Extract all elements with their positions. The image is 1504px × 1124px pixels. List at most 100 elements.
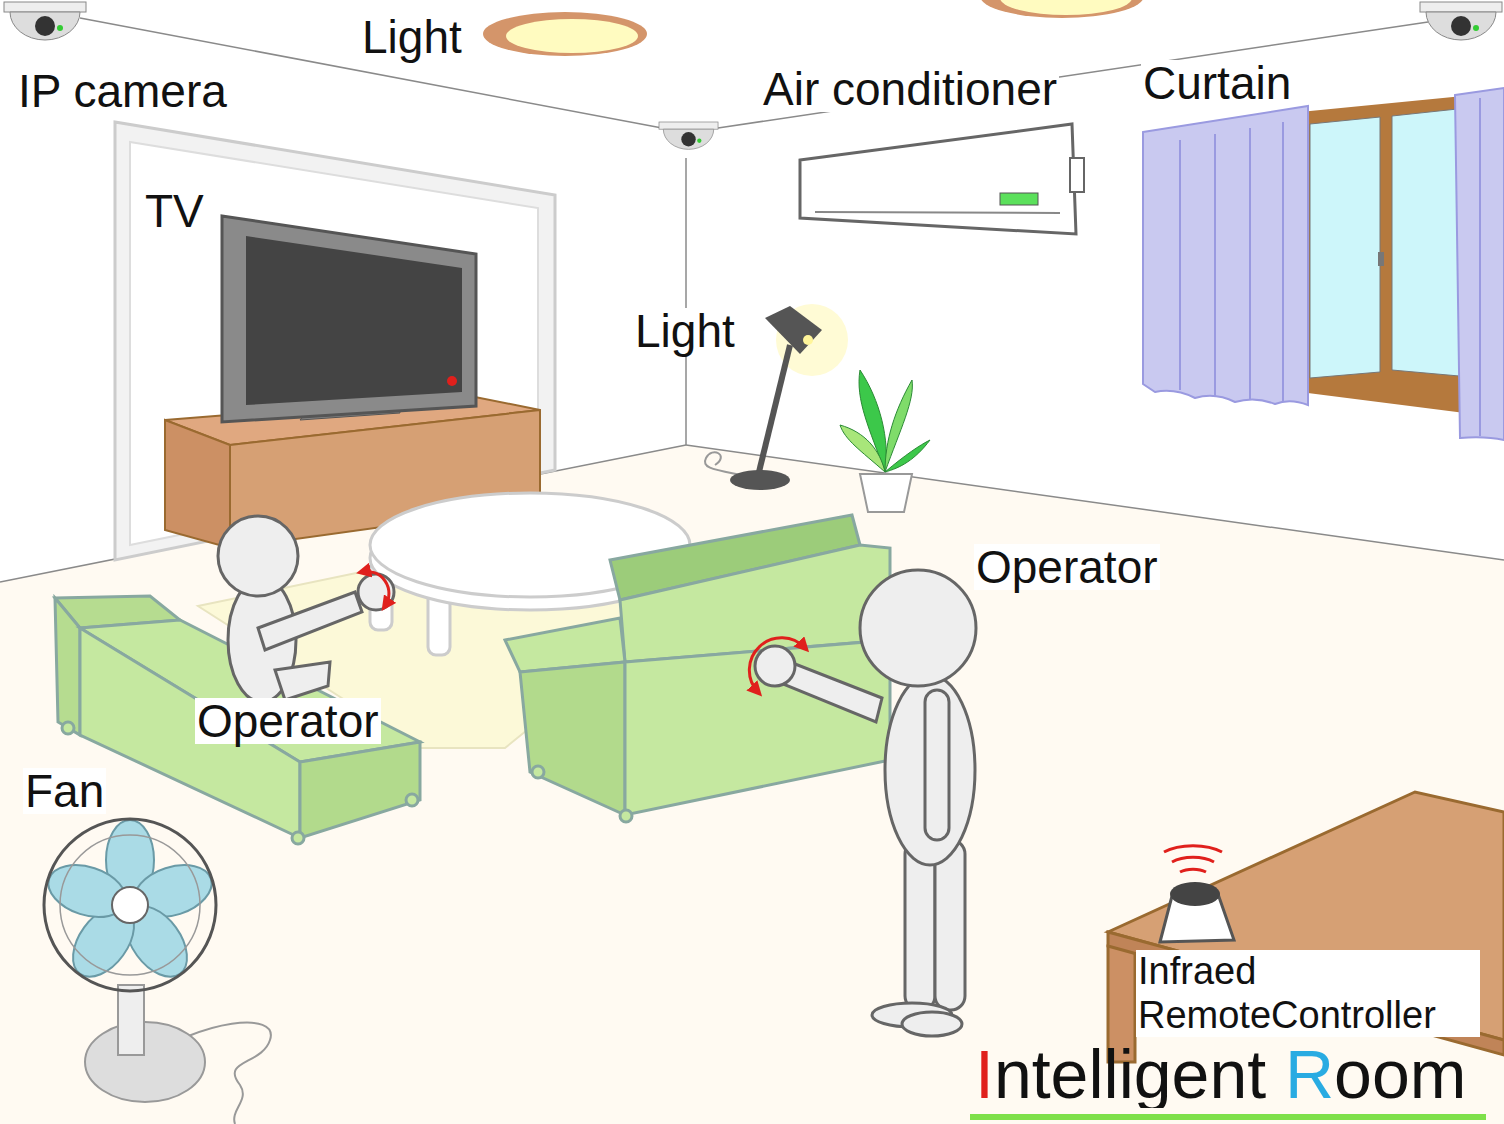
sofa xyxy=(505,515,890,822)
tv xyxy=(222,216,476,422)
sofa xyxy=(520,662,625,815)
standing-operator xyxy=(885,675,975,865)
sofa xyxy=(406,794,418,806)
air-conditioner xyxy=(800,124,1084,234)
ip-camera xyxy=(1420,2,1502,40)
ip-camera xyxy=(659,122,718,149)
fan xyxy=(118,985,144,1055)
fan xyxy=(112,887,148,923)
desk xyxy=(1108,792,1504,1040)
floor xyxy=(0,445,1504,1124)
ceiling-light xyxy=(483,12,647,56)
plant xyxy=(860,474,912,512)
floor xyxy=(0,445,1504,1124)
air-conditioner xyxy=(1000,193,1038,205)
ceiling-light xyxy=(1000,0,1132,15)
seated-operator xyxy=(218,516,298,596)
fan xyxy=(44,819,216,991)
ip-camera xyxy=(1426,12,1496,40)
desk xyxy=(1108,932,1504,1055)
sofa xyxy=(625,640,890,815)
standing-operator xyxy=(902,1012,962,1036)
room-label: Operator xyxy=(974,544,1160,590)
floor-lamp xyxy=(758,345,790,476)
ceiling-light xyxy=(506,19,638,53)
title-underline xyxy=(970,1114,1486,1120)
room-edges xyxy=(0,18,1504,582)
plant xyxy=(840,370,930,512)
ip-camera xyxy=(35,16,55,36)
curtain xyxy=(1282,122,1284,402)
air-conditioner xyxy=(815,212,1060,213)
curtain xyxy=(1143,106,1308,405)
room-title: Intelligent Room xyxy=(975,1040,1466,1108)
curtain xyxy=(1143,88,1504,440)
desk xyxy=(1108,792,1504,1062)
room-label: Light xyxy=(360,14,464,60)
room-label: TV xyxy=(143,188,206,234)
window xyxy=(1378,252,1384,266)
sofa xyxy=(62,722,74,734)
seated-operator xyxy=(258,592,362,650)
curtain xyxy=(1249,128,1251,400)
ip-camera xyxy=(663,129,713,149)
fan xyxy=(60,835,200,975)
standing-operator xyxy=(925,690,949,840)
ceiling-light xyxy=(483,0,1144,56)
room-label: IP camera xyxy=(16,68,229,114)
standing-operator xyxy=(860,570,976,686)
curtain xyxy=(1479,98,1481,436)
room-label: Air conditioner xyxy=(761,66,1059,112)
ip-camera xyxy=(659,122,718,129)
ip-camera xyxy=(681,132,695,146)
room-label: Operator xyxy=(195,698,381,744)
infrared-remote-controller xyxy=(1160,846,1234,942)
sofa xyxy=(620,810,632,822)
ip-camera xyxy=(4,2,86,40)
infrared-remote-controller xyxy=(1172,857,1214,862)
standing-operator xyxy=(935,840,965,1010)
infrared-remote-controller xyxy=(1164,846,1222,852)
title-underline xyxy=(970,1114,1486,1120)
tv xyxy=(222,216,476,422)
seated-operator xyxy=(275,662,330,700)
air-conditioner xyxy=(800,124,1076,234)
curtain xyxy=(1455,88,1504,440)
curtain xyxy=(1179,140,1181,390)
ip-camera xyxy=(1420,2,1502,12)
ip-camera xyxy=(697,139,701,143)
room-edges xyxy=(685,158,687,445)
ip-camera xyxy=(4,2,86,12)
room-label: Curtain xyxy=(1141,60,1293,106)
standing-operator xyxy=(755,646,795,686)
room-label: Infraed RemoteController xyxy=(1136,950,1480,1037)
sofa xyxy=(300,742,420,838)
sofa xyxy=(292,832,304,844)
infrared-remote-controller xyxy=(1180,869,1206,872)
floor-lamp xyxy=(730,470,790,490)
room-label: Light xyxy=(633,308,737,354)
twist-arrow xyxy=(362,571,389,606)
window xyxy=(1310,117,1380,378)
ip-camera xyxy=(1451,16,1471,36)
seated-operator xyxy=(218,516,394,702)
fan xyxy=(42,819,271,1124)
air-conditioner xyxy=(1070,158,1084,192)
tv-cabinet xyxy=(165,420,230,548)
floor-lamp xyxy=(765,306,822,354)
tv xyxy=(246,236,462,405)
twist-arrow xyxy=(749,638,805,692)
floor-lamp xyxy=(803,335,813,345)
curtain xyxy=(1214,134,1216,396)
ceiling-light xyxy=(980,0,1144,18)
ip-camera xyxy=(10,12,80,40)
tv xyxy=(447,376,457,386)
plant xyxy=(840,425,885,472)
room-label: Fan xyxy=(23,768,106,814)
ip-camera xyxy=(1473,25,1479,31)
infrared-remote-controller xyxy=(1170,882,1220,906)
ip-camera xyxy=(57,25,63,31)
sofa xyxy=(55,598,80,735)
plant xyxy=(885,440,930,472)
